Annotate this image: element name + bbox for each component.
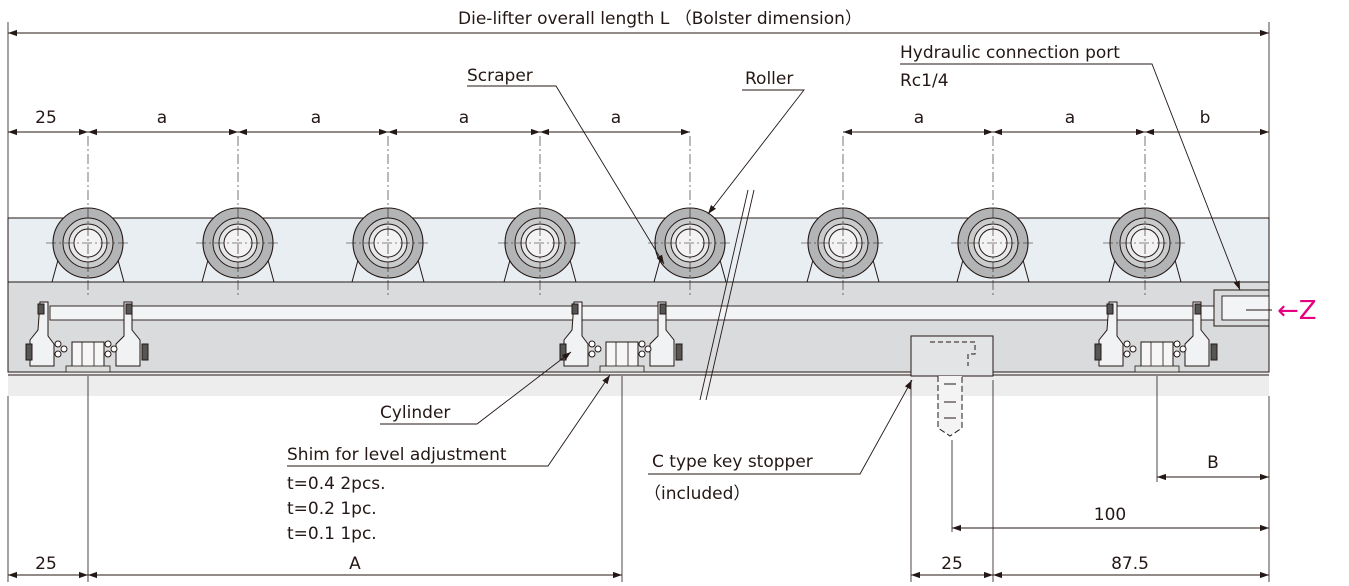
- hydraulic-port-label: Hydraulic connection port: [900, 43, 1120, 63]
- dim-bottom-left-25: 25: [35, 554, 57, 574]
- view-z-arrow: ←Z: [1277, 296, 1317, 326]
- roller-center-lines: [46, 136, 1187, 296]
- shim-thickness-1: t=0.4 2pcs.: [287, 474, 386, 494]
- dim-pitch-a-5: a: [914, 108, 924, 128]
- roller-label: Roller: [745, 69, 793, 89]
- shim-label: Shim for level adjustment: [287, 445, 507, 465]
- dim-pitch-a-3: a: [459, 108, 469, 128]
- dim-top-left-25: 25: [35, 108, 57, 128]
- dim-100: 100: [1094, 505, 1126, 525]
- dim-A: A: [349, 554, 361, 574]
- leader-lines: [287, 63, 1272, 475]
- dim-pitch-a-2: a: [311, 108, 321, 128]
- overall-length-title: Die-lifter overall length L （Bolster dim…: [458, 9, 862, 29]
- key-stopper: [910, 335, 994, 437]
- key-stopper-note: （included）: [644, 484, 750, 504]
- break-line: [699, 189, 755, 401]
- extension-lines: [7, 22, 1270, 582]
- cylinder-label: Cylinder: [380, 403, 450, 423]
- dim-87-5: 87.5: [1111, 554, 1149, 574]
- dim-end-pitch-b: b: [1200, 108, 1211, 128]
- dim-stopper-25: 25: [941, 554, 963, 574]
- hydraulic-port-fitting: [1213, 289, 1270, 327]
- dim-pitch-a-4: a: [611, 108, 621, 128]
- dim-B: B: [1207, 453, 1219, 473]
- port-thread-label: Rc1/4: [900, 71, 949, 91]
- shim-thickness-2: t=0.2 1pc.: [287, 499, 377, 519]
- base-plate: [8, 372, 1269, 396]
- upper-rail: [7, 217, 1270, 283]
- piston-rod: [49, 305, 1226, 321]
- shim-thickness-3: t=0.1 1pc.: [287, 524, 377, 544]
- dimension-lines: [8, 29, 1269, 579]
- cylinder-1: [25, 301, 149, 373]
- dim-pitch-a-6: a: [1065, 108, 1075, 128]
- key-stopper-label: C type key stopper: [652, 452, 813, 472]
- cylinder-3: [1094, 301, 1218, 373]
- dim-pitch-a-1: a: [157, 108, 167, 128]
- scraper-label: Scraper: [467, 66, 533, 86]
- die-lifter-body: [7, 217, 1270, 396]
